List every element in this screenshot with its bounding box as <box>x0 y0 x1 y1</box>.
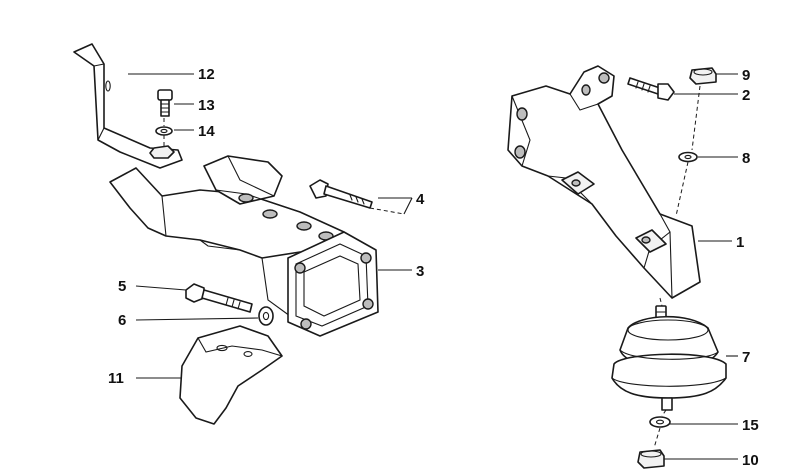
part-1-engine-bracket <box>507 65 701 299</box>
callout-9: 9 <box>742 67 750 84</box>
part-11-heat-shield <box>179 325 283 425</box>
part-12-strap-bracket <box>73 43 183 169</box>
callout-7: 7 <box>742 349 750 366</box>
callout-1: 1 <box>736 234 744 251</box>
part-5-bolt <box>185 283 253 313</box>
callout-12: 12 <box>198 66 215 83</box>
callout-6: 6 <box>118 312 126 329</box>
part-2-bolt <box>627 77 675 101</box>
callout-numbers: 12 13 14 4 3 5 6 11 9 2 8 1 7 15 10 <box>108 66 759 469</box>
part-13-bolt <box>157 89 173 117</box>
part-15-washer <box>649 416 671 428</box>
callout-11: 11 <box>108 370 124 387</box>
engine-crossmember <box>109 155 361 317</box>
callout-8: 8 <box>742 150 750 167</box>
part-14-washer <box>155 126 173 136</box>
callout-13: 13 <box>198 97 215 114</box>
leader-lines <box>128 73 738 460</box>
part-6-spacer <box>258 306 274 326</box>
callout-3: 3 <box>416 263 424 280</box>
callout-4: 4 <box>416 191 425 208</box>
part-4-bolt <box>309 179 373 209</box>
callout-15: 15 <box>742 417 759 434</box>
bracket-nut <box>149 145 175 159</box>
part-8-washer <box>678 151 698 163</box>
part-3-mount-housing <box>287 231 379 337</box>
part-10-nut <box>637 449 665 469</box>
callout-2: 2 <box>742 87 750 104</box>
part-7-engine-mount <box>611 305 727 411</box>
callout-14: 14 <box>198 123 215 140</box>
callout-10: 10 <box>742 452 759 469</box>
part-9-nut <box>689 67 717 85</box>
callout-5: 5 <box>118 278 126 295</box>
